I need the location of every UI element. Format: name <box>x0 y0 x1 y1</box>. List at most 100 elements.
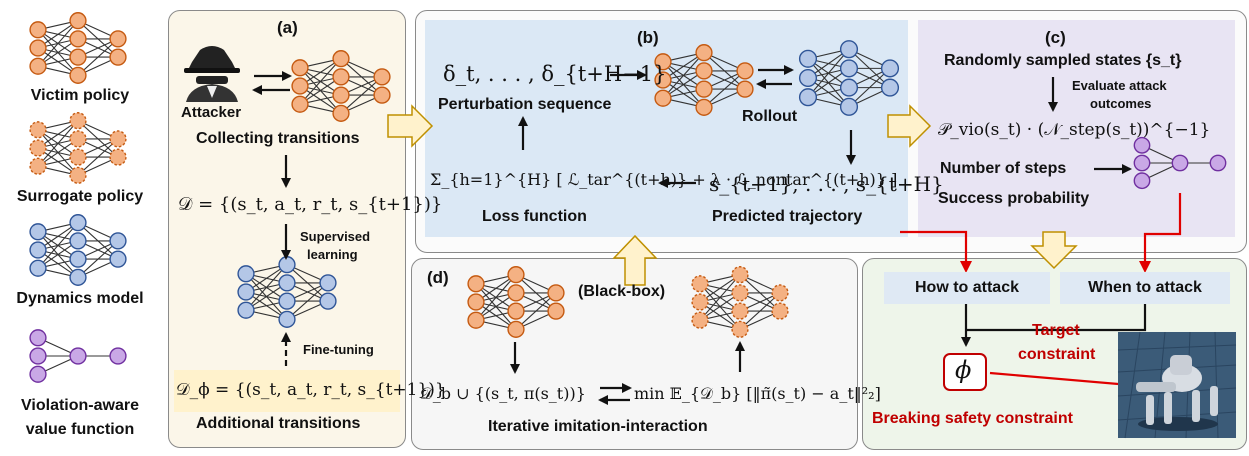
net-node <box>798 49 818 68</box>
supervised-label-2: learning <box>307 247 358 262</box>
net-edge <box>515 292 557 330</box>
net-node <box>237 301 255 319</box>
net-node <box>695 98 713 116</box>
net-edge <box>340 76 383 114</box>
victim-policy-icon <box>29 12 127 84</box>
legend-victim-label: Victim policy <box>30 87 130 104</box>
dataset-phi-highlight <box>174 370 400 412</box>
net-node <box>332 86 350 104</box>
net-node <box>69 30 87 48</box>
net-node <box>880 78 900 97</box>
net-node <box>69 250 87 268</box>
imitation-right-formula: min 𝔼_{𝒟_b} [‖π̃(s_t) − a_t‖²₂] <box>634 384 881 403</box>
net-node <box>507 284 525 302</box>
trajectory-formula: s_{t+1}, . . . , s_{t+H} <box>709 172 944 196</box>
net-node <box>278 274 296 292</box>
net-node <box>291 59 309 77</box>
net-edge <box>807 48 850 98</box>
net-node <box>839 40 859 59</box>
net-node <box>839 97 859 116</box>
net-node <box>654 89 672 107</box>
net-node <box>69 48 87 66</box>
steps-label: Number of steps <box>940 160 1067 177</box>
net-node <box>547 302 565 320</box>
red-arrow-valuefn-to-when <box>1139 193 1182 273</box>
supervised-label-1: Supervised <box>300 229 371 244</box>
evaluate-label-1: Evaluate attack <box>1072 78 1167 93</box>
imitation-left-formula: 𝒟_b ∪ {(s_t, π(s_t))} <box>420 384 586 403</box>
net-node <box>319 292 337 310</box>
net-edge <box>739 292 781 330</box>
evaluate-label-2: outcomes <box>1090 96 1152 111</box>
net-node <box>69 232 87 250</box>
net-node <box>695 62 713 80</box>
value-net-c <box>1133 136 1227 190</box>
net-edge <box>699 274 741 321</box>
net-node <box>332 68 350 86</box>
net-node <box>332 104 350 122</box>
net-node <box>1171 154 1189 172</box>
panel-a-tag: (a) <box>277 18 298 37</box>
net-node <box>69 268 87 286</box>
net-node <box>731 320 749 338</box>
phi-symbol: ϕ <box>955 356 972 384</box>
net-node <box>507 302 525 320</box>
surrogate-policy-icon <box>29 112 127 184</box>
net-node <box>237 283 255 301</box>
net-edge <box>37 120 79 167</box>
legend-dynamics-label: Dynamics model <box>16 290 144 307</box>
net-node <box>109 130 127 148</box>
attacker-label: Attacker <box>181 104 242 121</box>
net-edge <box>37 20 79 67</box>
net-node <box>736 80 754 98</box>
legend-value-label-1: Violation-aware <box>21 397 139 414</box>
net-edge <box>77 138 119 176</box>
dataset-phi-formula: 𝒟_ϕ = {(s_t, a_t, r_t, s_{t+1})} <box>176 380 446 400</box>
line-when-to-phi <box>966 303 1147 332</box>
value-function-icon <box>29 329 127 383</box>
victim-net-d <box>467 266 565 338</box>
rollout-label: Rollout <box>742 108 798 125</box>
net-node <box>467 275 485 293</box>
net-node <box>798 88 818 107</box>
net-node <box>69 66 87 84</box>
attacker-icon <box>184 46 240 102</box>
net-node <box>1133 136 1151 154</box>
net-node <box>467 293 485 311</box>
net-node <box>880 59 900 78</box>
net-node <box>291 95 309 113</box>
net-node <box>373 86 391 104</box>
net-node <box>771 302 789 320</box>
net-node <box>373 68 391 86</box>
target-label-1: Target <box>1032 322 1080 339</box>
net-node <box>29 259 47 277</box>
net-node <box>736 62 754 80</box>
net-node <box>29 121 47 139</box>
finetune-label: Fine-tuning <box>303 342 374 357</box>
net-node <box>29 57 47 75</box>
net-node <box>839 78 859 97</box>
dynamics-net-a <box>237 256 337 328</box>
net-node <box>69 112 87 130</box>
red-arrow-phi-to-robot <box>989 371 1133 391</box>
net-node <box>319 274 337 292</box>
net-node <box>278 256 296 274</box>
block-arrow-d-to-b <box>612 234 658 286</box>
net-edge <box>37 222 79 269</box>
net-edge <box>703 70 746 108</box>
perturbation-formula: δ_t, . . . , δ_{t+H−1} <box>443 62 667 86</box>
net-node <box>839 59 859 78</box>
legend-value-label-2: value function <box>25 421 135 438</box>
net-node <box>654 71 672 89</box>
block-arrow-a-to-b <box>387 104 434 148</box>
panel-c <box>918 20 1235 237</box>
net-node <box>109 48 127 66</box>
phi-box <box>943 353 987 391</box>
net-node <box>29 241 47 259</box>
net-node <box>798 68 818 88</box>
legend-surrogate-label: Surrogate policy <box>16 188 144 205</box>
block-arrow-b-to-c <box>887 104 932 148</box>
net-node <box>109 30 127 48</box>
victim-net-a <box>291 50 391 122</box>
net-node <box>29 39 47 57</box>
